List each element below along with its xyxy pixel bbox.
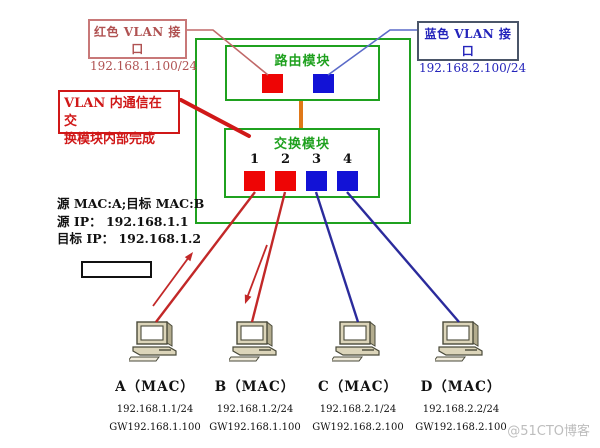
host-a-gateway: GW192.168.1.100 [109,422,201,433]
host-d-gateway: GW192.168.2.100 [415,422,507,433]
host-c-gateway: GW192.168.2.100 [312,422,404,433]
router-red-vlan-port [262,74,283,93]
host-d-name: D（MAC） [420,379,502,395]
host-c-name: C（MAC） [318,379,398,395]
computer-icon [229,320,277,362]
router-blue-vlan-port [313,74,334,93]
host-c-ip: 192.168.2.1/24 [319,404,397,415]
red-vlan-callout: 红色 VLAN 接口 192.168.1.100/24 [88,19,197,73]
computer-icon [129,320,177,362]
flow-arrow-up-head [184,252,193,262]
switch-module-title: 交换模块 [273,137,330,152]
vlan-note-line2: 换模块内部完成 [64,132,156,147]
packet-dst-ip-line: 目标 IP： 192.168.1.2 [57,231,202,246]
port-number-2: 2 [280,152,291,167]
port-number-1: 1 [249,152,260,167]
blue-vlan-callout-title: 蓝色 VLAN 接口 [424,27,512,58]
host-b-name: B（MAC） [214,379,296,395]
router-module-box: 路由模块 [225,45,380,101]
vlan-note-callout: VLAN 内通信在交 换模块内部完成 [58,90,180,147]
computer-icon [332,320,380,362]
host-b: B（MAC） 192.168.1.2/24 GW192.168.1.100 [200,320,310,433]
host-a-name: A（MAC） [115,379,195,395]
switch-port-4 [337,171,358,191]
host-d: D（MAC） 192.168.2.2/24 GW192.168.2.100 [406,320,516,433]
flow-arrow-down-head [244,294,252,304]
vlan-note-line1: VLAN 内通信在交 [64,96,162,129]
packet-rectangle [81,261,152,278]
switch-port-3 [306,171,327,191]
switch-port-2 [275,171,296,191]
packet-src-ip-line: 源 IP： 192.168.1.1 [57,213,189,229]
blue-vlan-callout: 蓝色 VLAN 接口 192.168.2.100/24 [417,21,526,75]
computer-icon [435,320,483,362]
watermark: @51CTO博客 [507,424,590,439]
flow-arrow-up-line [152,256,190,307]
packet-info: 源 MAC:A;目标 MAC:B 源 IP： 192.168.1.1 目标 IP… [57,195,204,248]
host-c: C（MAC） 192.168.2.1/24 GW192.168.2.100 [303,320,413,433]
packet-mac-line: 源 MAC:A;目标 MAC:B [57,196,205,211]
host-b-ip: 192.168.1.2/24 [216,404,294,415]
host-b-gateway: GW192.168.1.100 [209,422,301,433]
host-a-ip: 192.168.1.1/24 [116,404,194,415]
port-number-3: 3 [311,152,322,167]
port-number-4: 4 [342,152,353,167]
red-vlan-callout-ip: 192.168.1.100/24 [90,59,198,73]
switch-port-1 [244,171,265,191]
host-a: A（MAC） 192.168.1.1/24 GW192.168.1.100 [100,320,210,433]
host-d-ip: 192.168.2.2/24 [422,404,500,415]
flow-arrow-down-line [246,244,268,299]
red-vlan-callout-title: 红色 VLAN 接口 [94,25,181,56]
switch-module-box: 交换模块 [224,128,380,198]
router-module-title: 路由模块 [274,54,331,69]
blue-vlan-callout-ip: 192.168.2.100/24 [419,61,527,75]
